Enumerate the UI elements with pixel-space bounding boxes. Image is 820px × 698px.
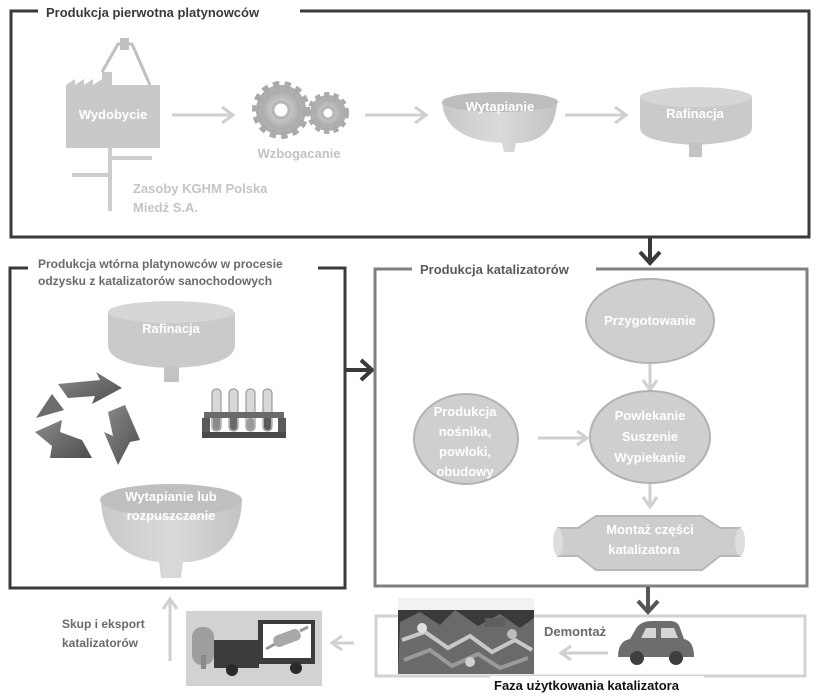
secondary-refining-label: Rafinacja xyxy=(142,321,201,336)
coating-node xyxy=(589,390,711,484)
reserves-label-line1: Zasoby KGHM Polska xyxy=(133,181,268,196)
usage-phase-title: Faza użytkowania katalizatora xyxy=(494,678,680,693)
carrier-label-line3: powłoki, xyxy=(439,444,491,459)
catalyst-title-bg xyxy=(412,260,596,278)
arrow-usage-to-truck xyxy=(329,634,354,652)
arrow-catalyst-to-usage xyxy=(636,587,660,615)
test-tubes-icon xyxy=(202,388,286,438)
secondary-title-line1: Produkcja wtórna platynowców w procesie xyxy=(38,257,283,271)
smelting-bowl-icon xyxy=(442,92,558,152)
catalyst-production-section: Produkcja katalizatorów Przygotowanie Po… xyxy=(373,260,809,588)
refining-label: Rafinacja xyxy=(666,106,725,121)
transport-section xyxy=(186,611,322,686)
phase-title-bg xyxy=(490,676,704,696)
carrier-label-line2: nośnika, xyxy=(439,424,492,439)
primary-title: Produkcja pierwotna platynowców xyxy=(46,5,260,20)
carrier-label-line1: Produkcja xyxy=(434,404,498,419)
purchase-label-line1: Skup i eksport xyxy=(62,617,145,631)
truck-icon xyxy=(214,640,259,668)
mining-label: Wydobycie xyxy=(79,107,147,122)
arrow-mining-enrichment xyxy=(172,105,236,125)
catalyst-title: Produkcja katalizatorów xyxy=(420,262,570,277)
enrichment-label: Wzbogacanie xyxy=(257,146,340,161)
primary-title-bg xyxy=(38,3,300,21)
primary-production-section: Produkcja pierwotna platynowców Wydobyci… xyxy=(9,3,811,239)
refining-tank-icon xyxy=(640,87,752,157)
converter-on-truck-icon xyxy=(265,625,309,651)
assembly-label-line1: Montaż części xyxy=(606,522,693,537)
reserves-connector xyxy=(72,148,152,211)
coating-label-line1: Powlekanie xyxy=(615,408,686,423)
arrow-truck-to-secondary xyxy=(161,596,179,661)
smelting-label: Wytapianie xyxy=(466,99,534,114)
secondary-title-bg xyxy=(28,254,318,288)
reserves-label-line2: Miedź S.A. xyxy=(133,200,198,215)
assembly-label-line2: katalizatora xyxy=(608,542,680,557)
arrow-carrier-coating xyxy=(538,429,590,447)
arrow-smelting-refining xyxy=(565,105,629,125)
gears-icon xyxy=(252,81,349,139)
carrier-node xyxy=(413,393,519,485)
secondary-smelt-label-line2: rozpuszczanie xyxy=(127,508,216,523)
usage-phase-section: Demontaż Faza użytkowania katalizatora xyxy=(374,598,807,696)
arrow-secondary-to-catalyst xyxy=(346,358,375,382)
primary-box xyxy=(9,9,811,239)
dismantling-label: Demontaż xyxy=(544,624,607,639)
recycle-icon xyxy=(35,372,140,465)
mine-factory-icon xyxy=(66,38,160,148)
secondary-smelt-label-line1: Wytapianie lub xyxy=(125,489,217,504)
secondary-smelting-bowl-icon xyxy=(100,484,242,578)
arrow-preparation-coating xyxy=(641,364,659,393)
coating-label-line3: Wypiekanie xyxy=(614,450,685,465)
secondary-refining-tank-icon xyxy=(108,301,235,382)
coating-label-line2: Suszenie xyxy=(622,429,678,444)
arrow-enrichment-smelting xyxy=(365,105,429,125)
arrow-coating-assembly xyxy=(641,484,659,510)
arrow-car-to-dismantling xyxy=(558,644,608,662)
preparation-node xyxy=(585,278,715,364)
secondary-title-line2: odzysku z katalizatorów sanochodowych xyxy=(38,274,272,288)
preparation-label: Przygotowanie xyxy=(604,313,696,328)
secondary-production-section: Produkcja wtórna platynowców w procesie … xyxy=(8,254,347,590)
purchase-label-line2: katalizatorów xyxy=(62,636,139,650)
scrap-catalysts-photo xyxy=(398,598,534,674)
carrier-label-line4: obudowy xyxy=(436,464,494,479)
car-icon xyxy=(618,621,694,665)
arrow-primary-to-catalyst xyxy=(638,238,662,266)
catalytic-converter-icon xyxy=(553,515,745,571)
